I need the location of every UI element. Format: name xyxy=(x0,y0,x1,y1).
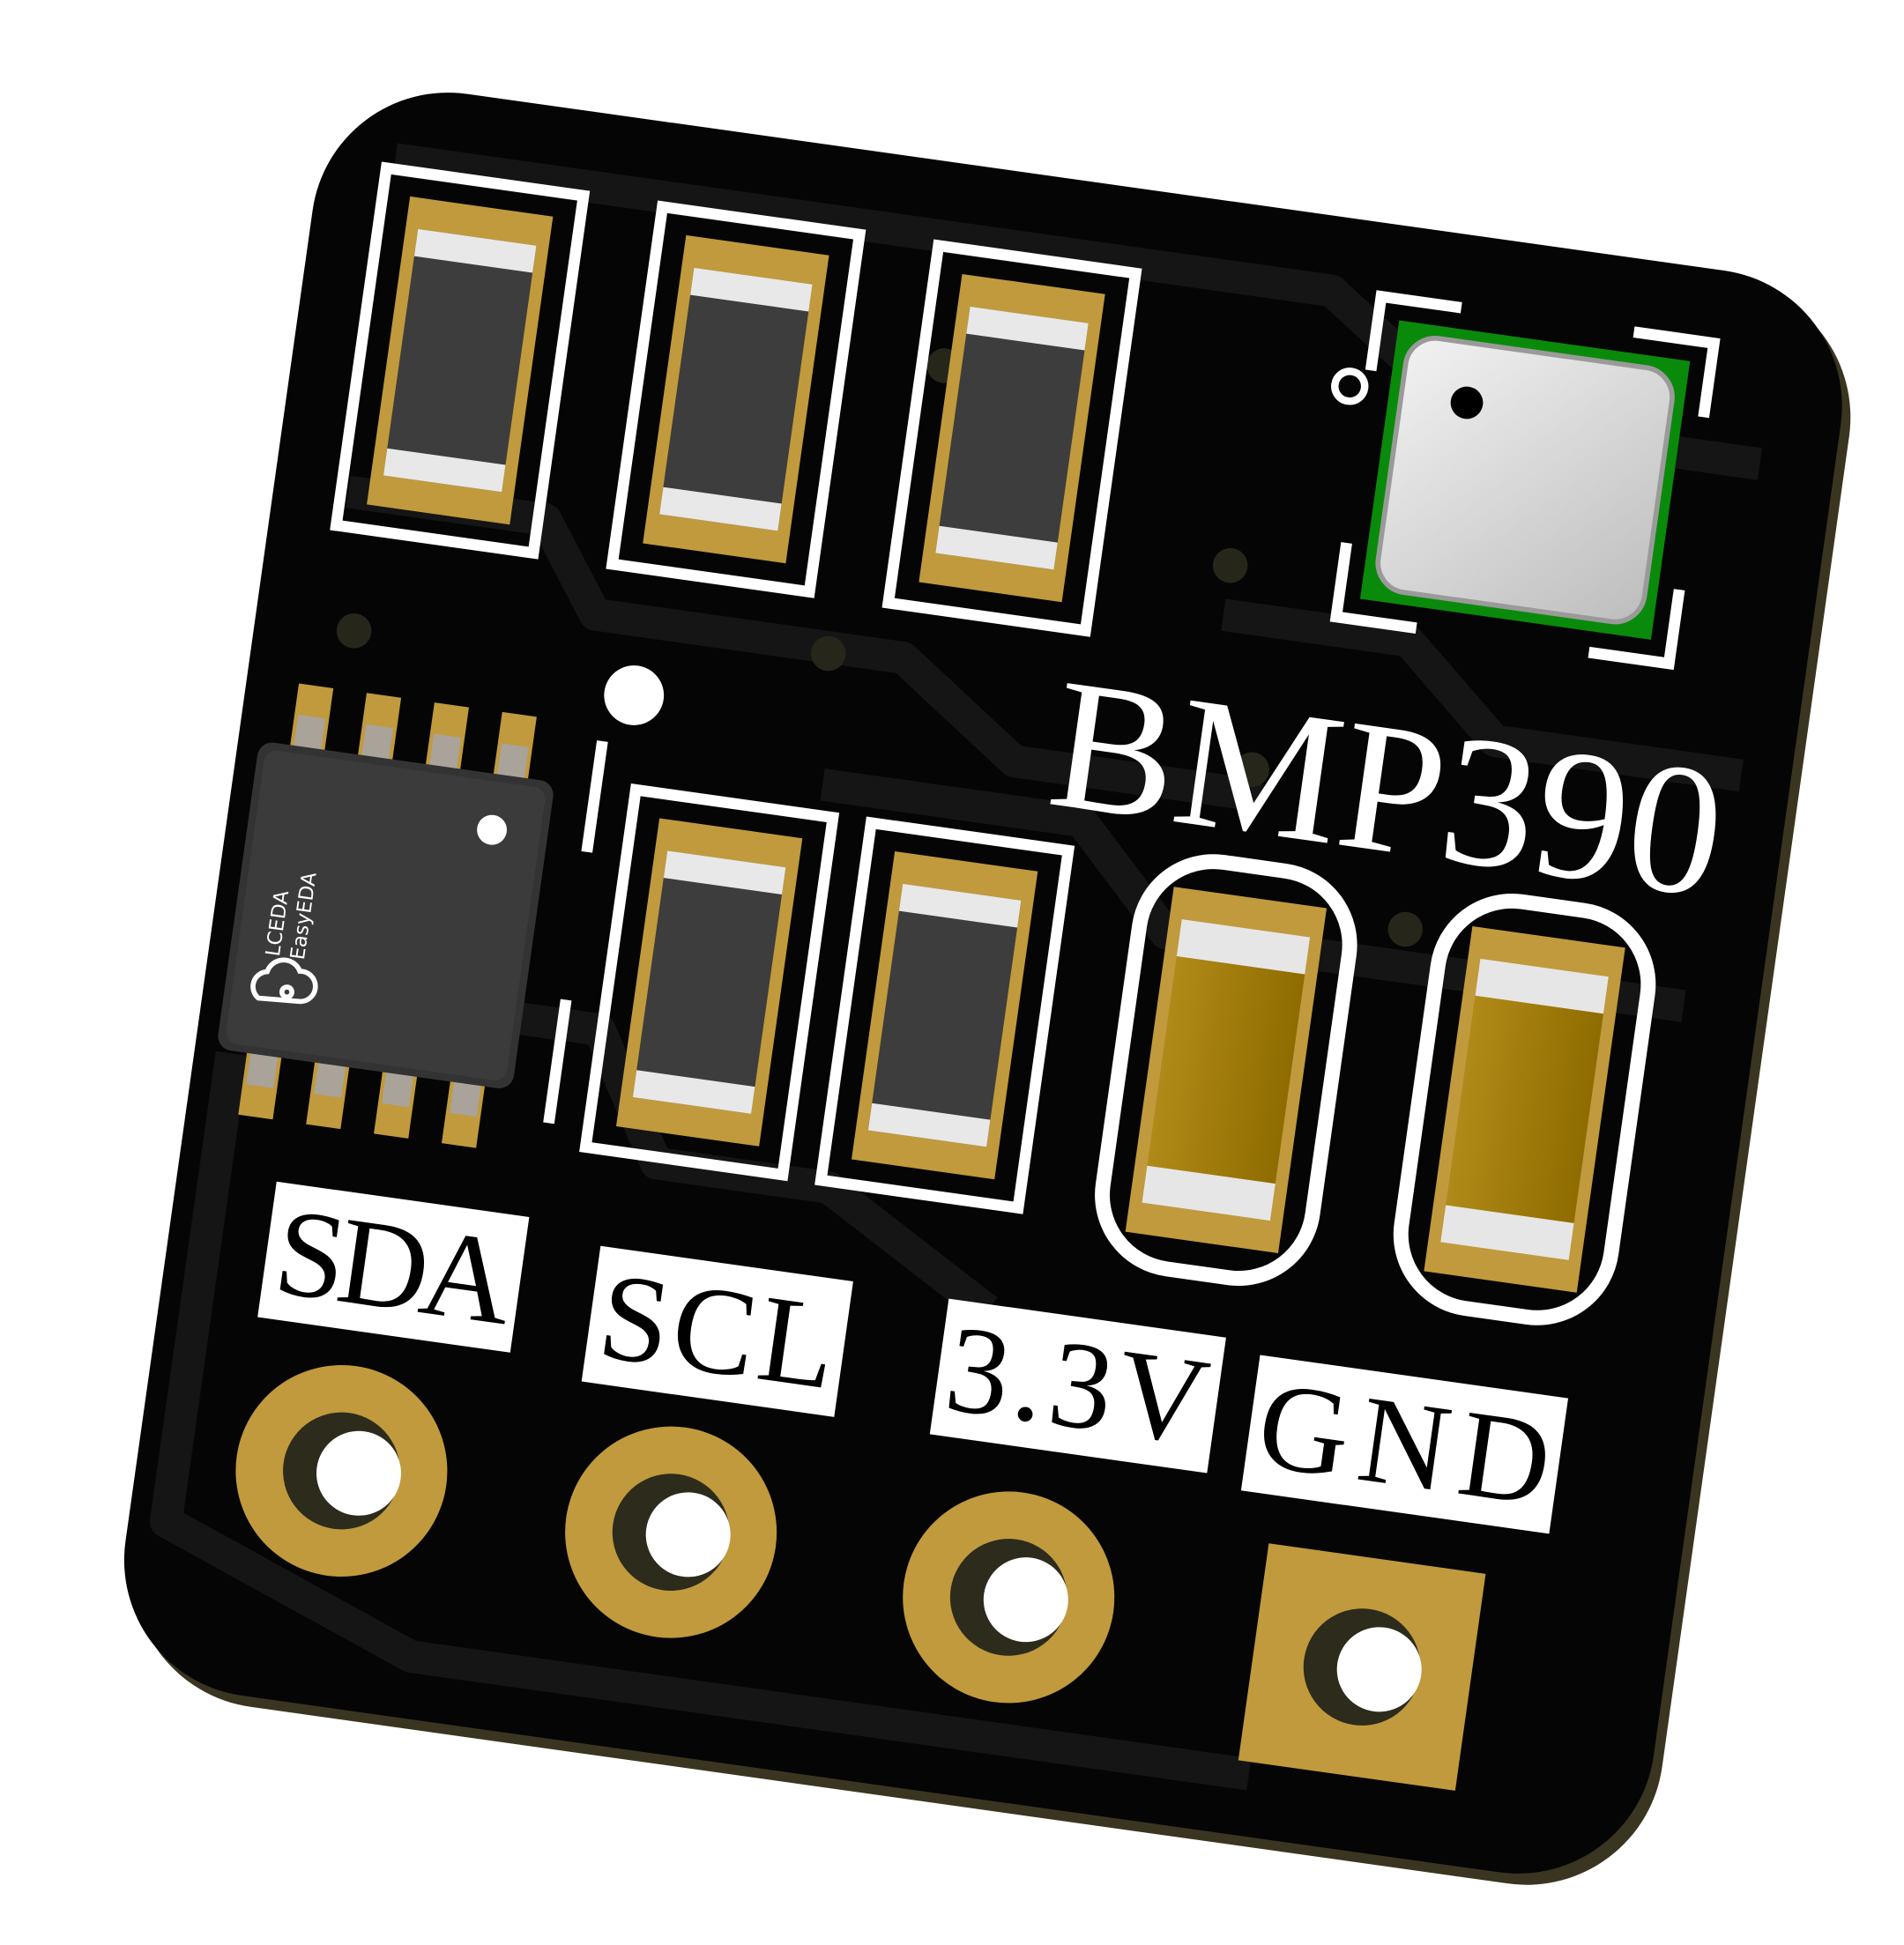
capacitor-c2[interactable] xyxy=(1391,891,1658,1327)
pad-gnd[interactable] xyxy=(1238,1543,1486,1791)
resistor-r2[interactable] xyxy=(606,200,866,598)
pin1-dot-icon xyxy=(477,814,508,845)
capacitor-c1[interactable] xyxy=(1093,852,1360,1288)
chip-pin1-marker-icon xyxy=(604,665,665,725)
resistor-r3[interactable] xyxy=(881,239,1142,637)
svg-text:SDA: SDA xyxy=(267,1182,520,1352)
resistor-r5[interactable] xyxy=(814,816,1075,1214)
pin-label-scl: SCL xyxy=(581,1246,853,1417)
pin1-marker-icon xyxy=(1450,386,1484,419)
pad-scl[interactable] xyxy=(552,1413,791,1652)
lceda-cloud-logo-icon xyxy=(250,957,318,1005)
bmp390-sensor[interactable] xyxy=(1303,290,1721,671)
pad-3v3[interactable] xyxy=(889,1478,1128,1717)
chip-silkscreen xyxy=(543,740,608,1125)
pin-label-sda: SDA xyxy=(257,1182,530,1353)
resistor-r1[interactable] xyxy=(330,161,591,560)
resistor-r4[interactable] xyxy=(579,783,840,1182)
soic8-chip[interactable]: LCEDA EasyEDA xyxy=(207,679,563,1152)
svg-text:SCL: SCL xyxy=(591,1246,844,1416)
pad-sda[interactable] xyxy=(222,1351,461,1590)
